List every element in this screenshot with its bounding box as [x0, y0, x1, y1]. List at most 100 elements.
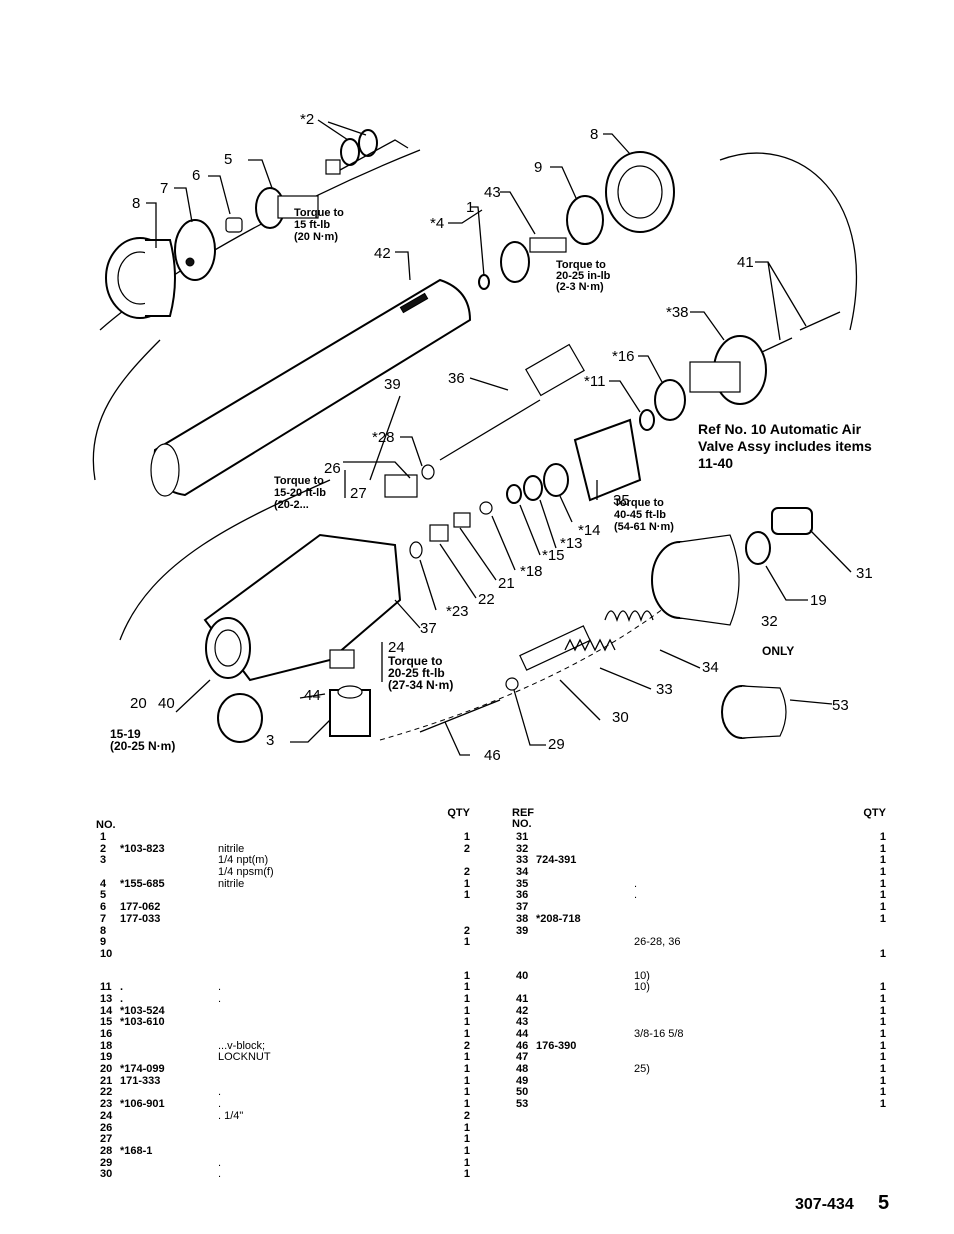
part-8-right-nut: [605, 151, 675, 233]
callout-4: *4: [430, 215, 444, 232]
part-number: .: [120, 992, 124, 1005]
ref-number: 44: [516, 1028, 529, 1040]
ref-number: 4: [100, 877, 107, 890]
description: . 1/4": [218, 1109, 244, 1122]
parts-row: 1/4 npsm(f)2: [96, 866, 476, 879]
callout-15: *15: [542, 547, 565, 564]
quantity: 1: [879, 866, 886, 879]
ref-number: 40: [516, 969, 529, 982]
column-header-qty: QTY: [863, 807, 886, 819]
callout-16: *16: [612, 348, 635, 365]
description: .: [218, 1086, 222, 1099]
quantity: 1: [879, 1074, 886, 1087]
callout-9: 9: [534, 159, 542, 176]
page-number: 5: [878, 1192, 890, 1214]
callout-38: *38: [666, 304, 689, 321]
ref-number: 10: [100, 947, 113, 960]
callout-26: 26: [324, 460, 341, 477]
ref-number: 6: [100, 901, 107, 914]
description: .: [218, 1156, 222, 1169]
parts-row: 18...v-block;2: [96, 1040, 476, 1053]
callout-labels: *2 5 6 7 8 8 9 43 1 *4 42 41 *38 *16 *11…: [130, 111, 873, 764]
callout-29: 29: [548, 736, 565, 753]
quantity: 1: [463, 1144, 470, 1157]
part-13-o-ring: [523, 475, 543, 501]
quantity: 1: [463, 1051, 470, 1064]
quantity: 1: [879, 889, 886, 902]
quantity: 1: [879, 1028, 886, 1040]
callout-18: *18: [520, 563, 543, 580]
ref-number: 8: [100, 924, 107, 937]
quantity: 1: [463, 1133, 470, 1146]
quantity: 1: [879, 1039, 886, 1052]
ref-number: 23: [100, 1098, 113, 1111]
quantity: 1: [463, 889, 470, 902]
callout-19: 19: [810, 592, 827, 609]
quantity: 1: [463, 1156, 470, 1169]
description: 10): [634, 981, 650, 994]
callout-23: *23: [446, 603, 469, 620]
callout-42: 42: [374, 245, 391, 262]
parts-row: 30.1: [96, 1169, 476, 1181]
part-number: .: [120, 981, 124, 994]
part-23-small: [409, 541, 423, 559]
part-22-small: [429, 524, 449, 542]
parts-row: 26-28, 36: [512, 936, 892, 949]
ref-number: 41: [516, 992, 529, 1005]
callout-32: 32: [761, 613, 778, 630]
parts-row: 36.1: [512, 890, 892, 902]
ref-number: 48: [516, 1063, 529, 1076]
part-15-o-ring: [506, 484, 522, 504]
part-16-o-ring: [654, 379, 686, 421]
ref-number: 43: [516, 1016, 529, 1029]
part-number: 177-062: [120, 901, 161, 914]
description: .: [218, 981, 222, 994]
callout-34: 34: [702, 659, 719, 676]
quantity: 1: [879, 854, 886, 867]
parts-row: 24. 1/4"2: [96, 1109, 476, 1123]
part-number: *106-901: [120, 1098, 165, 1111]
part-44-fitting: [329, 685, 371, 737]
callout-11: *11: [584, 373, 605, 390]
callout-41: 41: [737, 254, 754, 271]
ref-number: 5: [100, 889, 107, 902]
parts-row: 1: [96, 970, 476, 983]
quantity: 2: [463, 842, 470, 855]
part-24-fitting: [329, 649, 355, 669]
parts-row: 10)1: [512, 982, 892, 994]
parts-row: 29.1: [96, 1156, 476, 1170]
quantity: 2: [463, 866, 470, 879]
quantity: 1: [879, 1063, 886, 1076]
callout-46: 46: [484, 747, 501, 764]
ref-number: 31: [516, 831, 529, 843]
quantity: 1: [879, 831, 886, 843]
ref-number: 3: [100, 854, 107, 867]
part-number: 176-390: [536, 1039, 577, 1052]
ref-number: 14: [100, 1004, 113, 1017]
part-28-washer: [421, 464, 435, 480]
quantity: 1: [879, 901, 886, 914]
ref-number: 27: [100, 1133, 113, 1146]
callout-53: 53: [832, 697, 849, 714]
parts-row: 22.1: [96, 1087, 476, 1099]
callout-5: 5: [224, 151, 232, 168]
quantity: 1: [463, 1086, 470, 1099]
quantity: 1: [463, 992, 470, 1005]
quantity: 1: [463, 1028, 470, 1040]
callout-8-left: 8: [132, 195, 140, 212]
ref-number: 7: [100, 912, 107, 925]
